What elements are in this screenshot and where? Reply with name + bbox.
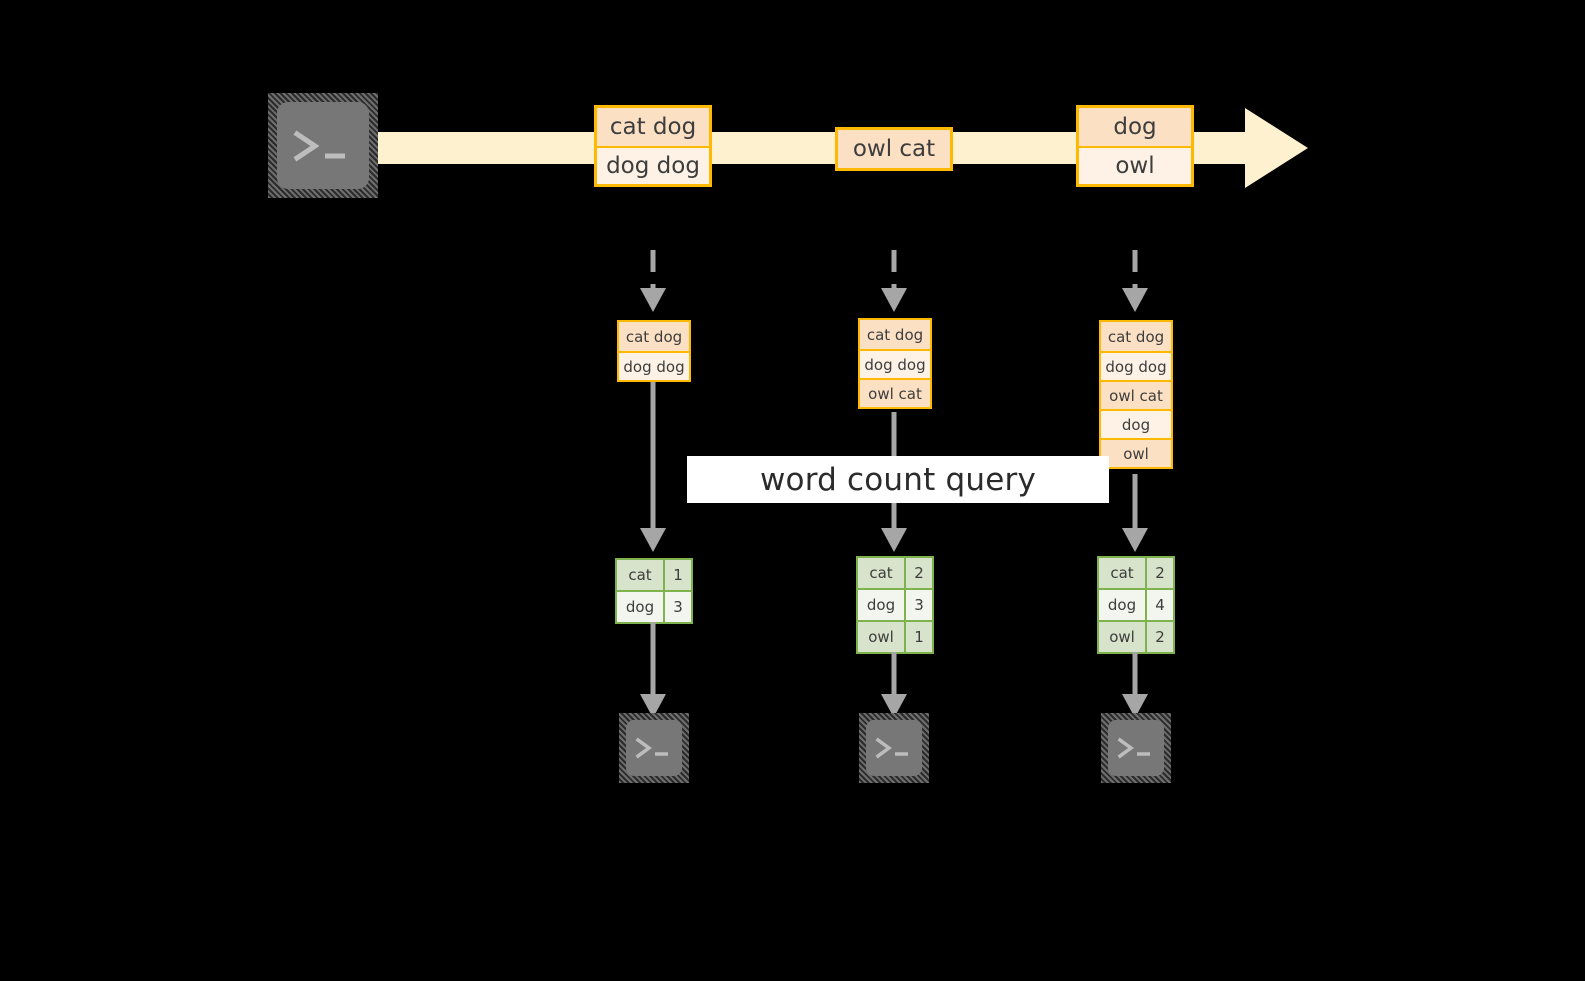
count-cell: 1 xyxy=(663,560,691,590)
state-box-col2[interactable]: cat dog dog dog owl cat xyxy=(858,318,932,409)
word-cell: cat xyxy=(1099,558,1145,588)
state-line: dog dog xyxy=(619,351,689,380)
count-cell: 2 xyxy=(904,558,932,588)
dashed-arrow-down-icon-3 xyxy=(1122,250,1148,312)
query-banner-label: word count query xyxy=(759,461,1037,498)
terminal-prompt-glyph xyxy=(619,713,689,783)
terminal-screen xyxy=(1108,720,1164,776)
arrow-down-icon-col3 xyxy=(1122,474,1148,552)
state-box-col3[interactable]: cat dog dog dog owl cat dog owl xyxy=(1099,320,1173,469)
word-cell: dog xyxy=(858,590,904,620)
terminal-screen xyxy=(866,720,922,776)
event-line: dog xyxy=(1079,108,1191,146)
count-cell: 3 xyxy=(904,590,932,620)
terminal-prompt-glyph xyxy=(268,93,378,198)
table-row: owl 1 xyxy=(858,620,932,652)
state-line: cat dog xyxy=(1101,322,1171,351)
table-row: dog 3 xyxy=(858,588,932,620)
state-line: dog xyxy=(1101,409,1171,438)
event-line: owl xyxy=(1079,146,1191,184)
terminal-icon-source[interactable] xyxy=(268,93,378,198)
table-row: dog 3 xyxy=(617,590,691,622)
terminal-screen xyxy=(626,720,682,776)
result-table-col2[interactable]: cat 2 dog 3 owl 1 xyxy=(856,556,934,654)
word-cell: dog xyxy=(617,592,663,622)
stream-arrow-icon xyxy=(360,108,1308,188)
table-row: cat 1 xyxy=(617,560,691,590)
arrow-down-icon-col2-sink xyxy=(881,652,907,718)
count-cell: 3 xyxy=(663,592,691,622)
table-row: owl 2 xyxy=(1099,620,1173,652)
terminal-prompt-glyph xyxy=(859,713,929,783)
timeline-event-2[interactable]: owl cat xyxy=(835,127,953,171)
query-banner: word count query xyxy=(687,456,1109,503)
table-row: dog 4 xyxy=(1099,588,1173,620)
state-line: dog dog xyxy=(860,349,930,378)
result-table-col1[interactable]: cat 1 dog 3 xyxy=(615,558,693,624)
dashed-arrow-down-icon-2 xyxy=(881,250,907,312)
word-cell: cat xyxy=(617,560,663,590)
word-cell: owl xyxy=(858,622,904,652)
count-cell: 4 xyxy=(1145,590,1173,620)
dashed-arrow-down-icon-1 xyxy=(640,250,666,312)
state-box-col1[interactable]: cat dog dog dog xyxy=(617,320,691,382)
state-line: cat dog xyxy=(860,320,930,349)
arrow-down-icon-col3-sink xyxy=(1122,652,1148,718)
table-row: cat 2 xyxy=(1099,558,1173,588)
state-line: owl cat xyxy=(1101,380,1171,409)
count-cell: 2 xyxy=(1145,558,1173,588)
event-line: cat dog xyxy=(597,108,709,146)
word-cell: dog xyxy=(1099,590,1145,620)
event-line: dog dog xyxy=(597,146,709,184)
timeline-event-3[interactable]: dog owl xyxy=(1076,105,1194,187)
terminal-icon-sink-col3[interactable] xyxy=(1101,713,1171,783)
event-line: owl cat xyxy=(838,130,950,168)
state-line: cat dog xyxy=(619,322,689,351)
word-cell: cat xyxy=(858,558,904,588)
terminal-icon-sink-col1[interactable] xyxy=(619,713,689,783)
terminal-prompt-glyph xyxy=(1101,713,1171,783)
word-cell: owl xyxy=(1099,622,1145,652)
count-cell: 1 xyxy=(904,622,932,652)
count-cell: 2 xyxy=(1145,622,1173,652)
terminal-screen xyxy=(277,102,369,189)
arrow-down-icon-col1-sink xyxy=(640,622,666,718)
table-row: cat 2 xyxy=(858,558,932,588)
timeline-event-1[interactable]: cat dog dog dog xyxy=(594,105,712,187)
state-line: owl xyxy=(1101,438,1171,467)
result-table-col3[interactable]: cat 2 dog 4 owl 2 xyxy=(1097,556,1175,654)
terminal-icon-sink-col2[interactable] xyxy=(859,713,929,783)
arrow-down-icon-col1 xyxy=(640,382,666,552)
state-line: dog dog xyxy=(1101,351,1171,380)
state-line: owl cat xyxy=(860,378,930,407)
